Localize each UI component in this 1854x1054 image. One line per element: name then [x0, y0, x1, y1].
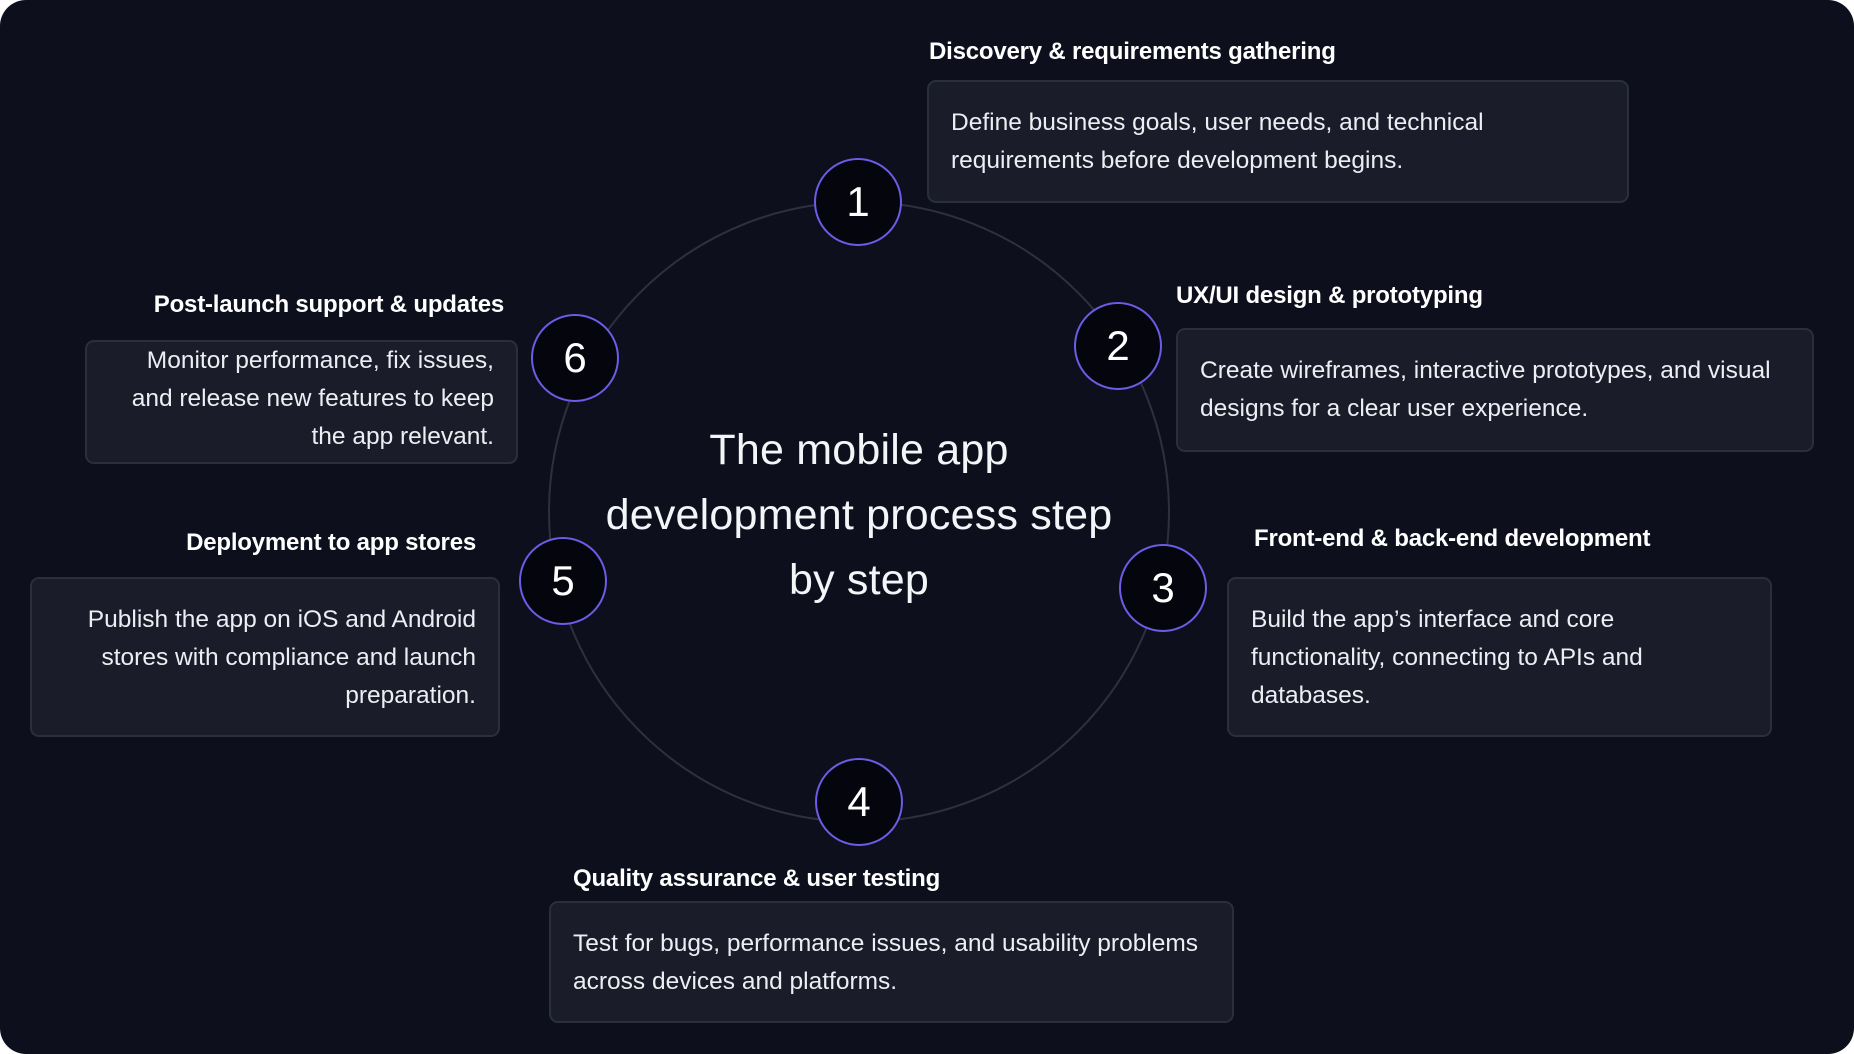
step-6-badge: 6	[531, 314, 619, 402]
diagram-title-line-3: by step	[788, 556, 930, 604]
step-2-title: UX/UI design & prototyping	[1176, 282, 1483, 309]
step-4-description: Test for bugs, performance issues, and u…	[573, 930, 1199, 995]
step-2-badge: 2	[1074, 302, 1162, 390]
step-1-badge: 1	[814, 158, 902, 246]
step-6-card: Monitor performance, fix issues, and rel…	[85, 340, 518, 464]
diagram-title-line-1: The mobile app	[709, 426, 1009, 474]
step-6-description: Monitor performance, fix issues, and rel…	[131, 347, 494, 450]
step-6-title: Post-launch support & updates	[153, 291, 504, 318]
step-4-title: Quality assurance & user testing	[573, 865, 941, 892]
step-5-title: Deployment to app stores	[186, 529, 476, 556]
step-5-card: Publish the app on iOS and Android store…	[30, 577, 500, 737]
step-3-card: Build the app’s interface and core funct…	[1227, 577, 1772, 737]
step-3-description: Build the app’s interface and core funct…	[1251, 606, 1643, 709]
step-2-card: Create wireframes, interactive prototype…	[1176, 328, 1814, 452]
step-1-description: Define business goals, user needs, and t…	[951, 109, 1484, 174]
step-4-badge: 4	[815, 758, 903, 846]
diagram-title: The mobile app development process step …	[569, 418, 1149, 613]
diagram-title-line-2: development process step	[605, 491, 1113, 539]
step-3-title: Front-end & back-end development	[1254, 525, 1651, 552]
step-1-title: Discovery & requirements gathering	[929, 38, 1336, 65]
step-5-description: Publish the app on iOS and Android store…	[87, 606, 476, 709]
step-3-badge: 3	[1119, 544, 1207, 632]
step-2-description: Create wireframes, interactive prototype…	[1200, 357, 1771, 422]
step-1-card: Define business goals, user needs, and t…	[927, 80, 1629, 203]
step-5-badge: 5	[519, 537, 607, 625]
step-4-card: Test for bugs, performance issues, and u…	[549, 901, 1234, 1023]
